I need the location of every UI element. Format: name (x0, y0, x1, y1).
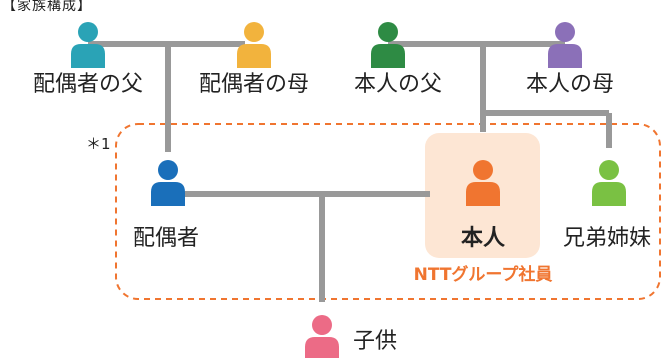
person-body (371, 44, 405, 68)
person-head (312, 315, 332, 335)
header-partial: 【家族構成】 (2, 0, 92, 14)
person-head (378, 22, 398, 42)
group-label: NTTグループ社員 (413, 265, 553, 285)
person-head (599, 160, 619, 180)
label-self-father: 本人の父 (353, 72, 443, 97)
person-icon-spouse (151, 160, 185, 206)
person-head (78, 22, 98, 42)
person-head (158, 160, 178, 180)
person-body (71, 44, 105, 68)
label-spouse-mother: 配偶者の母 (198, 72, 310, 97)
person-body (151, 182, 185, 206)
person-body (237, 44, 271, 68)
person-icon-self-father (371, 22, 405, 68)
person-body (466, 182, 500, 206)
person-icon-sibling (592, 160, 626, 206)
person-body (305, 337, 339, 358)
person-icon-spouse-father (71, 22, 105, 68)
person-head (473, 160, 493, 180)
person-icon-self-mother (548, 22, 582, 68)
person-icon-self (466, 160, 500, 206)
person-body (592, 182, 626, 206)
person-head (555, 22, 575, 42)
label-spouse-father: 配偶者の父 (32, 72, 144, 97)
person-icon-child (305, 315, 339, 358)
label-sibling: 兄弟姉妹 (562, 226, 652, 251)
connector-lines (88, 41, 612, 302)
label-child: 子供 (352, 329, 398, 354)
family-group-boundary (115, 123, 661, 300)
person-head (244, 22, 264, 42)
person-body (548, 44, 582, 68)
note-marker: ＊1 (86, 135, 111, 153)
label-self: 本人 (460, 226, 506, 251)
person-icon-spouse-mother (237, 22, 271, 68)
label-spouse: 配偶者 (132, 226, 200, 251)
label-self-mother: 本人の母 (525, 72, 615, 97)
